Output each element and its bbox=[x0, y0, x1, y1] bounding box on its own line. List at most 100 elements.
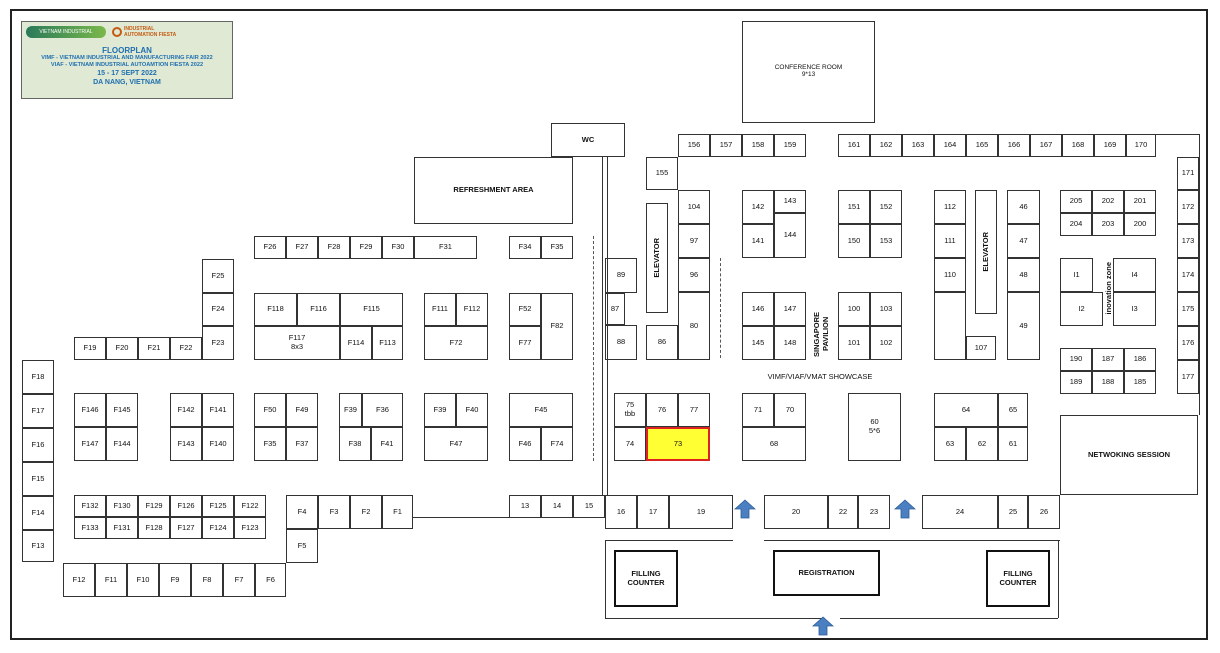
booth-100[interactable]: 100 bbox=[838, 292, 870, 326]
booth-47[interactable]: 47 bbox=[1007, 224, 1040, 258]
booth-20[interactable]: 20 bbox=[764, 495, 828, 529]
booth-f2[interactable]: F2 bbox=[350, 495, 382, 529]
booth-68[interactable]: 68 bbox=[742, 427, 806, 461]
booth-96[interactable]: 96 bbox=[678, 258, 710, 292]
booth-80[interactable]: 80 bbox=[678, 292, 710, 360]
booth-i4[interactable]: I4 bbox=[1113, 258, 1156, 292]
booth-i1[interactable]: I1 bbox=[1060, 258, 1093, 292]
booth-f123[interactable]: F123 bbox=[234, 517, 266, 539]
booth-f19[interactable]: F19 bbox=[74, 337, 106, 360]
booth-f40[interactable]: F40 bbox=[456, 393, 488, 427]
booth-f141[interactable]: F141 bbox=[202, 393, 234, 427]
booth-163[interactable]: 163 bbox=[902, 134, 934, 157]
booth-f31[interactable]: F31 bbox=[414, 236, 477, 259]
booth-f28[interactable]: F28 bbox=[318, 236, 350, 259]
booth-f12[interactable]: F12 bbox=[63, 563, 95, 597]
booth-70[interactable]: 70 bbox=[774, 393, 806, 427]
booth-112[interactable]: 112 bbox=[934, 190, 966, 224]
booth-f125[interactable]: F125 bbox=[202, 495, 234, 517]
booth-f147[interactable]: F147 bbox=[74, 427, 106, 461]
booth-f37[interactable]: F37 bbox=[286, 427, 318, 461]
booth-142[interactable]: 142 bbox=[742, 190, 774, 224]
booth-f133[interactable]: F133 bbox=[74, 517, 106, 539]
booth-f39[interactable]: F39 bbox=[424, 393, 456, 427]
booth-169[interactable]: 169 bbox=[1094, 134, 1126, 157]
booth-46[interactable]: 46 bbox=[1007, 190, 1040, 224]
booth-f77[interactable]: F77 bbox=[509, 326, 541, 360]
booth-22[interactable]: 22 bbox=[828, 495, 858, 529]
booth-147[interactable]: 147 bbox=[774, 292, 806, 326]
booth-f129[interactable]: F129 bbox=[138, 495, 170, 517]
booth-76[interactable]: 76 bbox=[646, 393, 678, 427]
booth-88[interactable]: 88 bbox=[605, 325, 637, 360]
booth-150[interactable]: 150 bbox=[838, 224, 870, 258]
booth-f112[interactable]: F112 bbox=[456, 293, 488, 326]
booth-14[interactable]: 14 bbox=[541, 495, 573, 518]
booth-f5[interactable]: F5 bbox=[286, 529, 318, 563]
booth-64[interactable]: 64 bbox=[934, 393, 998, 427]
booth-f131[interactable]: F131 bbox=[106, 517, 138, 539]
booth-f8[interactable]: F8 bbox=[191, 563, 223, 597]
booth-f143[interactable]: F143 bbox=[170, 427, 202, 461]
booth-f72[interactable]: F72 bbox=[424, 326, 488, 360]
booth-188[interactable]: 188 bbox=[1092, 371, 1124, 394]
booth-158[interactable]: 158 bbox=[742, 134, 774, 157]
booth-177[interactable]: 177 bbox=[1177, 360, 1199, 394]
booth-17[interactable]: 17 bbox=[637, 495, 669, 529]
booth-f7[interactable]: F7 bbox=[223, 563, 255, 597]
booth-f45[interactable]: F45 bbox=[509, 393, 573, 427]
booth-f124[interactable]: F124 bbox=[202, 517, 234, 539]
booth-f22[interactable]: F22 bbox=[170, 337, 202, 360]
booth-f30[interactable]: F30 bbox=[382, 236, 414, 259]
booth-f115[interactable]: F115 bbox=[340, 293, 403, 326]
booth-f1[interactable]: F1 bbox=[382, 495, 413, 529]
booth-f128[interactable]: F128 bbox=[138, 517, 170, 539]
booth-f146[interactable]: F146 bbox=[74, 393, 106, 427]
booth-f116[interactable]: F116 bbox=[297, 293, 340, 326]
booth-f114[interactable]: F114 bbox=[340, 326, 372, 360]
booth-f140[interactable]: F140 bbox=[202, 427, 234, 461]
booth-97[interactable]: 97 bbox=[678, 224, 710, 258]
booth-f26[interactable]: F26 bbox=[254, 236, 286, 259]
booth-f11[interactable]: F11 bbox=[95, 563, 127, 597]
booth-f46[interactable]: F46 bbox=[509, 427, 541, 461]
booth-f18[interactable]: F18 bbox=[22, 360, 54, 394]
booth-145[interactable]: 145 bbox=[742, 326, 774, 360]
booth-f111[interactable]: F111 bbox=[424, 293, 456, 326]
booth-153[interactable]: 153 bbox=[870, 224, 902, 258]
booth-f25[interactable]: F25 bbox=[202, 259, 234, 293]
booth-190[interactable]: 190 bbox=[1060, 348, 1092, 371]
booth-202[interactable]: 202 bbox=[1092, 190, 1124, 213]
booth-185[interactable]: 185 bbox=[1124, 371, 1156, 394]
booth-170[interactable]: 170 bbox=[1126, 134, 1156, 157]
booth-f16[interactable]: F16 bbox=[22, 428, 54, 462]
booth-f29[interactable]: F29 bbox=[350, 236, 382, 259]
booth-186[interactable]: 186 bbox=[1124, 348, 1156, 371]
booth-f142[interactable]: F142 bbox=[170, 393, 202, 427]
booth-i2[interactable]: I2 bbox=[1060, 292, 1103, 326]
booth-63[interactable]: 63 bbox=[934, 427, 966, 461]
booth-49[interactable]: 49 bbox=[1007, 292, 1040, 360]
booth-f38[interactable]: F38 bbox=[339, 427, 371, 461]
booth-f132[interactable]: F132 bbox=[74, 495, 106, 517]
booth-f4[interactable]: F4 bbox=[286, 495, 318, 529]
booth-165[interactable]: 165 bbox=[966, 134, 998, 157]
booth-174[interactable]: 174 bbox=[1177, 258, 1199, 292]
booth-74[interactable]: 74 bbox=[614, 427, 646, 461]
booth-23[interactable]: 23 bbox=[858, 495, 890, 529]
booth-201[interactable]: 201 bbox=[1124, 190, 1156, 213]
booth-f47[interactable]: F47 bbox=[424, 427, 488, 461]
booth-87[interactable]: 87 bbox=[605, 293, 625, 325]
booth-f145[interactable]: F145 bbox=[106, 393, 138, 427]
booth-171[interactable]: 171 bbox=[1177, 157, 1199, 190]
booth-175[interactable]: 175 bbox=[1177, 292, 1199, 326]
booth-f20[interactable]: F20 bbox=[106, 337, 138, 360]
booth-f130[interactable]: F130 bbox=[106, 495, 138, 517]
booth-86[interactable]: 86 bbox=[646, 325, 678, 360]
booth-f82[interactable]: F82 bbox=[541, 293, 573, 360]
booth-102[interactable]: 102 bbox=[870, 326, 902, 360]
booth-71[interactable]: 71 bbox=[742, 393, 774, 427]
booth-111[interactable]: 111 bbox=[934, 224, 966, 258]
booth-f52[interactable]: F52 bbox=[509, 293, 541, 326]
booth-19[interactable]: 19 bbox=[669, 495, 733, 529]
